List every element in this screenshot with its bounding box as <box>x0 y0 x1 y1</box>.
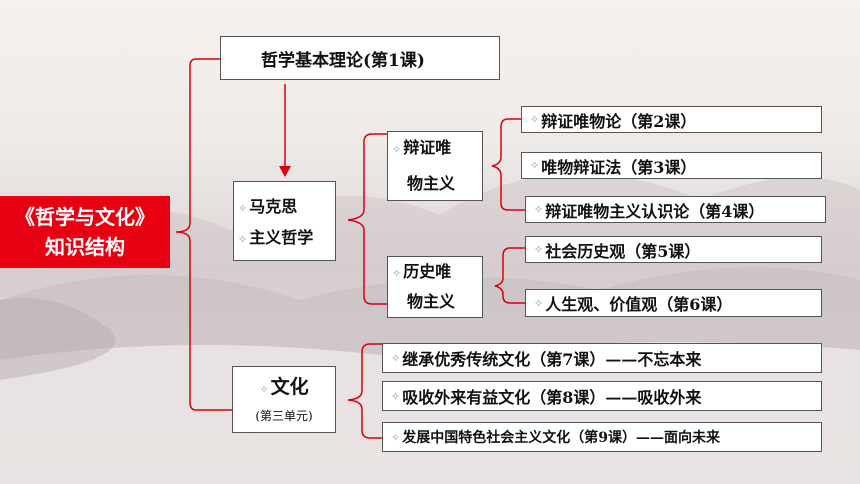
marxism-line1: 马克思 <box>249 197 298 216</box>
leaf-lesson9-label: 发展中国特色社会主义文化（第9课）——面向未来 <box>402 430 720 446</box>
leaf-lesson7: ✧继承优秀传统文化（第7课）——不忘本来 <box>382 343 822 373</box>
bullet-icon: ✧ <box>534 203 544 216</box>
culture-line1-row: ✧文化 <box>259 372 308 405</box>
culture-line2: (第三单元) <box>255 409 313 423</box>
root-title: 《哲学与文化》 <box>15 205 155 229</box>
leaf-lesson4-label: 辩证唯物主义认识论（第4课） <box>545 201 765 221</box>
marxism-line2-row: ✧主义哲学 <box>238 226 335 252</box>
bullet-icon: ✧ <box>391 351 401 365</box>
leaf-lesson2: ✧辩证唯物论（第2课） <box>521 106 822 133</box>
bullet-icon: ✧ <box>391 430 401 444</box>
leaf-lesson9: ✧发展中国特色社会主义文化（第9课）——面向未来 <box>382 422 822 452</box>
historical-line2: 物主义 <box>407 292 456 311</box>
leaf-lesson3: ✧唯物辩证法（第3课） <box>521 152 822 179</box>
leaf-lesson6: ✧人生观、价值观（第6课） <box>525 289 822 317</box>
culture-line1: 文化 <box>270 376 309 398</box>
leaf-lesson5-label: 社会历史观（第5课） <box>545 241 701 261</box>
leaf-lesson4: ✧辩证唯物主义认识论（第4课） <box>525 196 826 223</box>
bullet-icon: ✧ <box>391 389 401 403</box>
bullet-icon: ✧ <box>392 267 402 280</box>
node-culture: ✧文化 (第三单元) <box>232 366 336 433</box>
historical-line1-row: ✧历史唯 <box>392 258 482 288</box>
bullet-icon: ✧ <box>259 383 269 396</box>
bullet-icon: ✧ <box>534 296 544 310</box>
node-marxism: ✧马克思 ✧主义哲学 <box>233 181 336 261</box>
node-basic-theory-label: 哲学基本理论(第1课) <box>261 50 425 71</box>
dialectical-line1: 辩证唯 <box>403 138 452 157</box>
dialectical-line1-row: ✧辩证唯 <box>392 131 482 167</box>
bullet-icon: ✧ <box>530 159 540 172</box>
leaf-lesson2-label: 辩证唯物论（第2课） <box>541 111 697 131</box>
node-historical: ✧历史唯 物主义 <box>387 256 483 318</box>
leaf-lesson8-label: 吸收外来有益文化（第8课）——吸收外来 <box>402 388 702 407</box>
leaf-lesson3-label: 唯物辩证法（第3课） <box>541 157 697 177</box>
bullet-icon: ✧ <box>392 143 402 156</box>
root-title-box: 《哲学与文化》 知识结构 <box>0 196 170 268</box>
bullet-icon: ✧ <box>534 243 544 256</box>
leaf-lesson8: ✧吸收外来有益文化（第8课）——吸收外来 <box>382 381 822 411</box>
root-subtitle: 知识结构 <box>45 235 125 259</box>
dialectical-line2: 物主义 <box>407 174 456 193</box>
node-dialectical: ✧辩证唯 物主义 <box>387 131 483 201</box>
historical-line1: 历史唯 <box>403 262 452 281</box>
node-basic-theory: 哲学基本理论(第1课) <box>220 36 500 80</box>
marxism-line2: 主义哲学 <box>249 228 314 247</box>
leaf-lesson5: ✧社会历史观（第5课） <box>525 236 822 263</box>
leaf-lesson6-label: 人生观、价值观（第6课） <box>545 295 733 314</box>
marxism-line1-row: ✧马克思 <box>238 190 335 226</box>
bullet-icon: ✧ <box>530 113 540 126</box>
leaf-lesson7-label: 继承优秀传统文化（第7课）——不忘本来 <box>402 350 702 369</box>
bullet-icon: ✧ <box>238 233 248 246</box>
bullet-icon: ✧ <box>238 202 248 215</box>
